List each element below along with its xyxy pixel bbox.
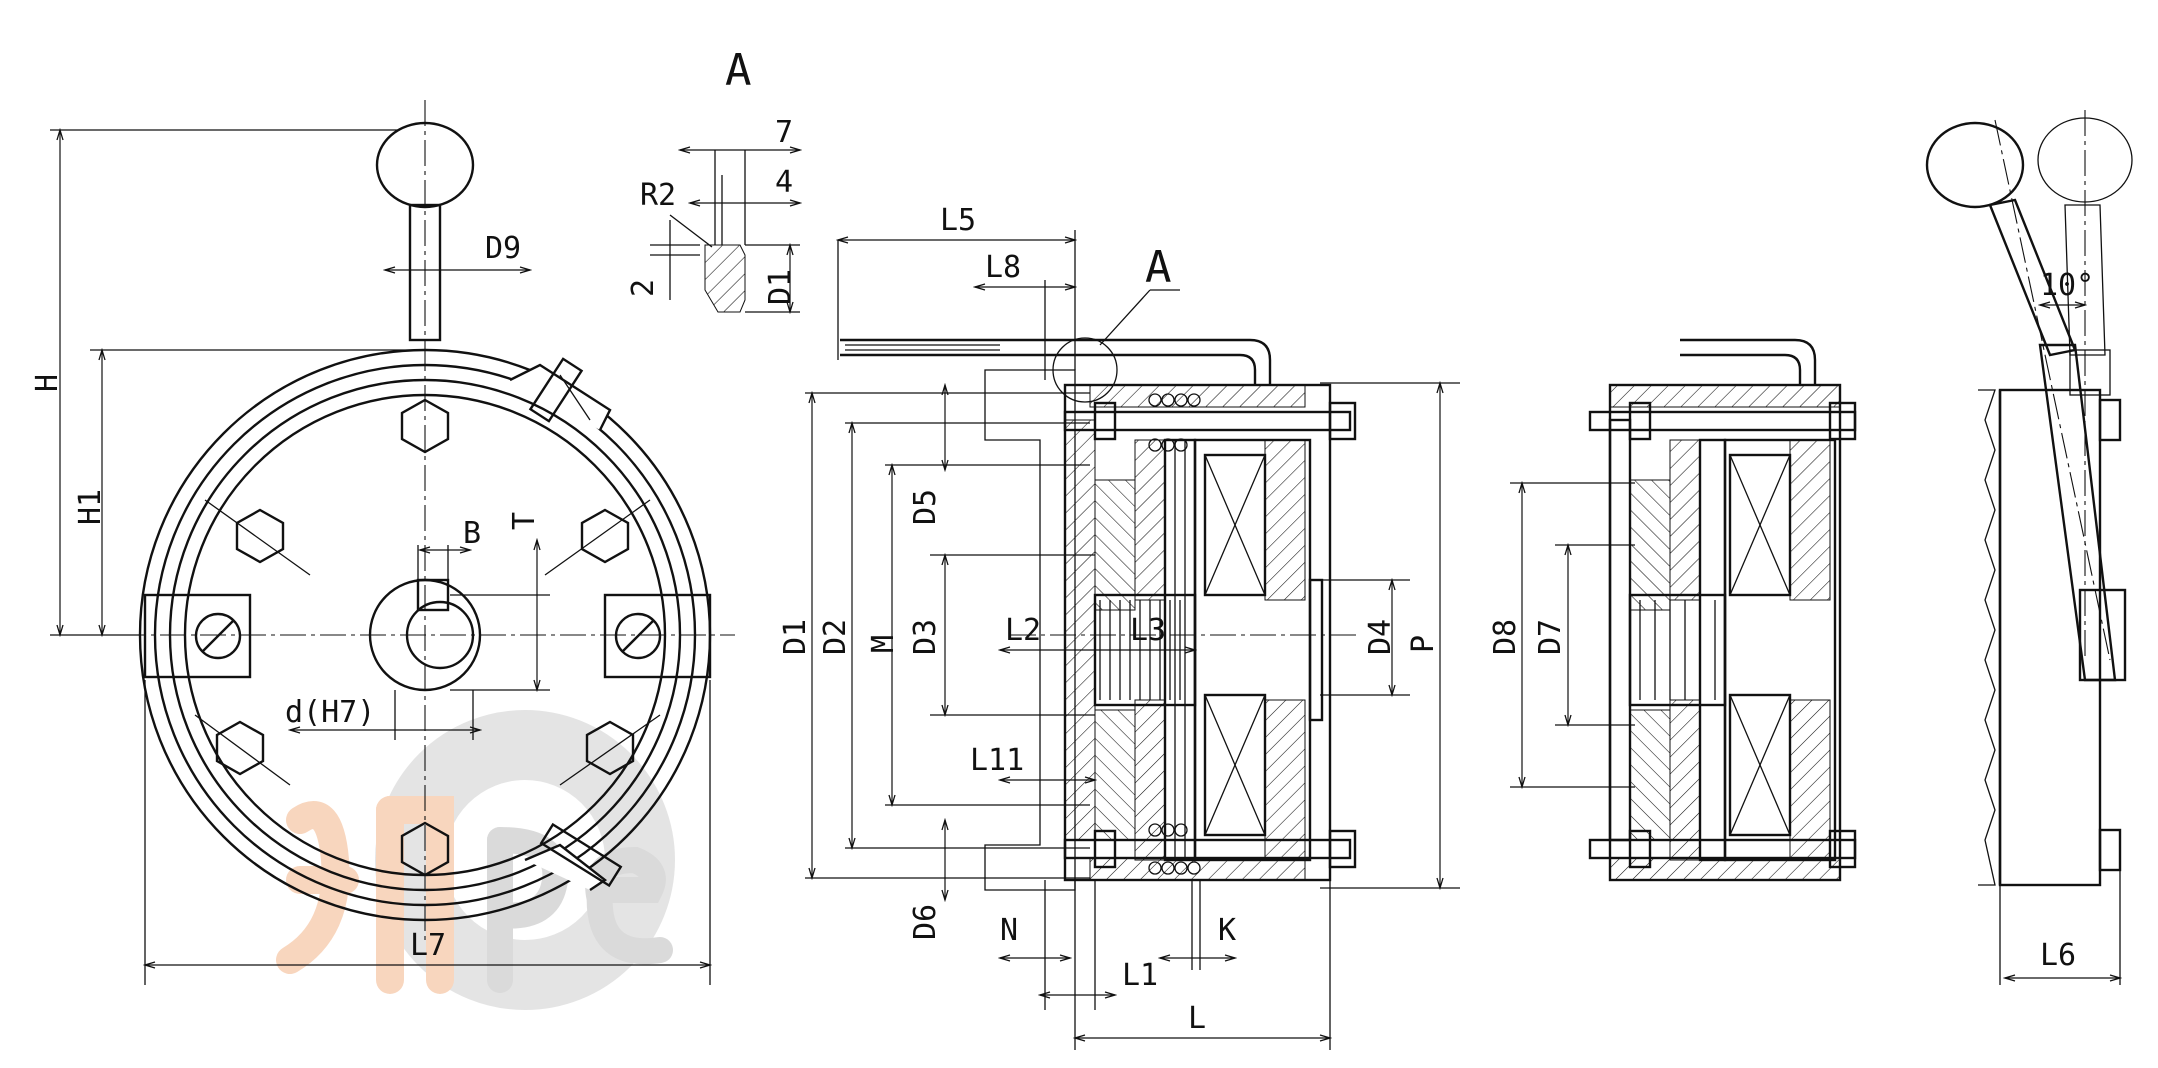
label-d3: D3: [908, 619, 943, 655]
label-d4: D4: [1363, 619, 1398, 655]
detail-title: A: [725, 45, 752, 96]
mount-block-right: [603, 593, 712, 679]
section-label-a: A: [1145, 242, 1172, 293]
alt-section-view: D8 D7: [1488, 338, 1857, 882]
label-d-h7: d(H7): [285, 695, 375, 730]
label-d5: D5: [908, 489, 943, 525]
left-plate: [1064, 419, 1096, 841]
label-l11: L11: [970, 743, 1024, 778]
label-k: K: [1218, 913, 1236, 948]
detail-label-r2: R2: [640, 178, 676, 213]
label-d6: D6: [908, 904, 943, 940]
bore: [405, 600, 475, 670]
label-t: T: [507, 512, 542, 530]
label-d9: D9: [485, 231, 521, 266]
detail-label-d1: D1: [763, 269, 798, 305]
label-l5: L5: [940, 203, 976, 238]
mount-block-left: [143, 593, 252, 679]
label-h: H: [30, 374, 65, 392]
label-l8: L8: [985, 250, 1021, 285]
cable: [840, 338, 1272, 385]
side-view: 10° L6: [1925, 110, 2133, 985]
detail-label-4: 4: [775, 165, 793, 200]
label-b: B: [463, 516, 481, 551]
detail-label-2: 2: [626, 279, 661, 297]
label-n: N: [1000, 913, 1018, 948]
label-l7: L7: [410, 928, 446, 963]
springs: [1148, 393, 1201, 875]
keyway: [416, 578, 450, 612]
label-d1: D1: [778, 619, 813, 655]
detail-a: A R2 7 4 2 D1: [626, 45, 800, 312]
label-angle: 10°: [2040, 268, 2094, 303]
label-l1: L1: [1122, 958, 1158, 993]
label-m: M: [866, 635, 901, 653]
label-d8: D8: [1488, 619, 1523, 655]
label-l3: L3: [1130, 613, 1166, 648]
label-d7: D7: [1533, 619, 1568, 655]
section-bolts: [1063, 401, 1357, 869]
label-h1: H1: [73, 489, 108, 525]
label-l6: L6: [2040, 938, 2076, 973]
logo-letters: [276, 796, 454, 994]
section-view: A: [778, 203, 1460, 1050]
label-d2: D2: [818, 619, 853, 655]
detail-label-7: 7: [775, 115, 793, 150]
label-l: L: [1188, 1001, 1206, 1036]
front-view: H H1 D9 B T d(H7) L7: [30, 100, 735, 985]
side-knob-tilted: [1925, 121, 2025, 209]
label-l2: L2: [1005, 613, 1041, 648]
label-p: P: [1406, 635, 1441, 653]
bolt-heads: [215, 398, 635, 877]
